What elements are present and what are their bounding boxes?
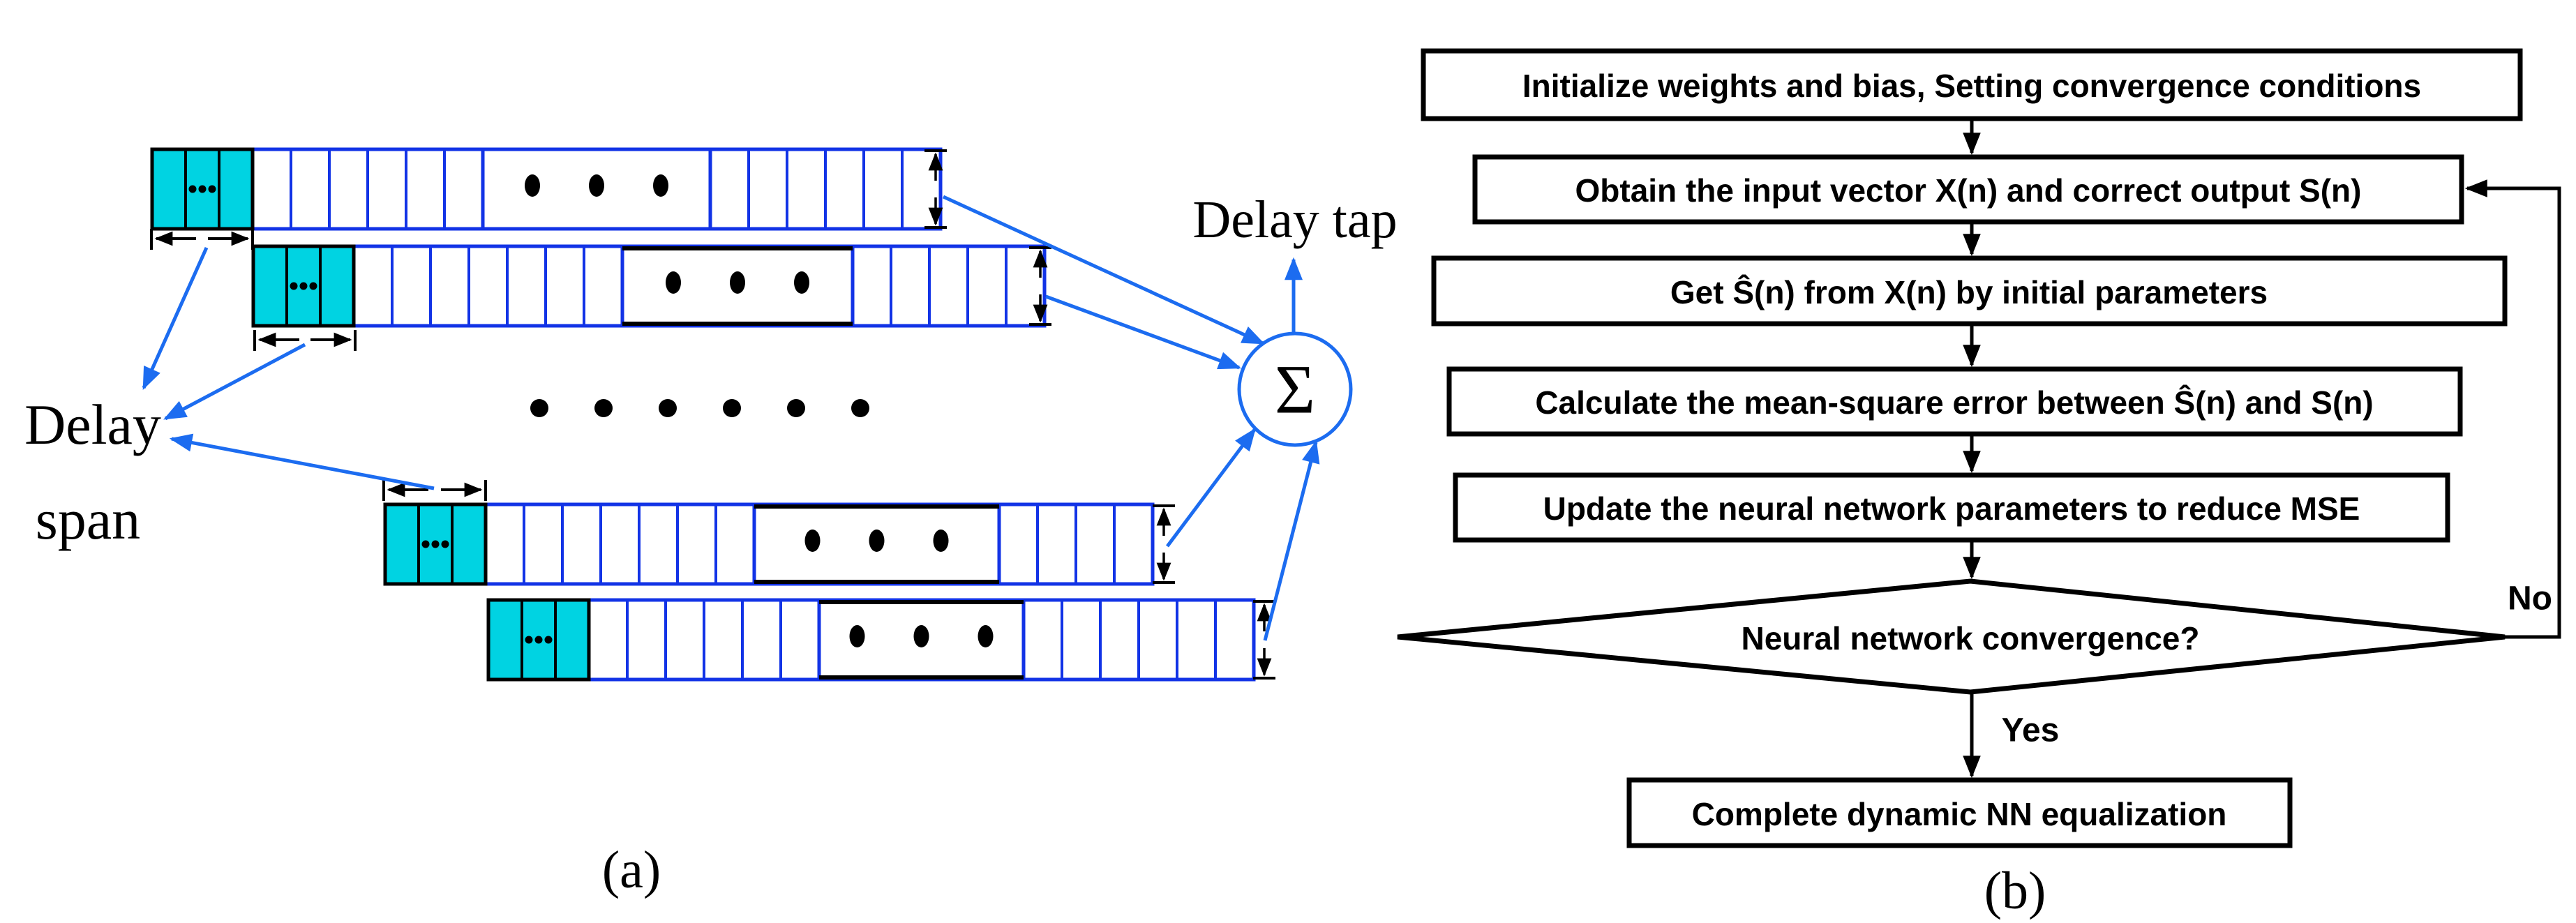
delay-span-block-1 bbox=[150, 147, 255, 231]
bars-ellipsis-dot bbox=[530, 399, 548, 417]
bars-ellipsis-dot bbox=[594, 399, 613, 417]
sum-node-circle bbox=[1237, 331, 1353, 447]
tap-arrow-2 bbox=[1045, 294, 1242, 370]
panel-a-delay-line-diagram: Σ Delay span Delay tap (a) bbox=[24, 147, 1398, 899]
delay-span-ellipsis-dot bbox=[431, 540, 440, 548]
delay-tap-label: Delay tap bbox=[1192, 190, 1397, 249]
flow-box-update-params-label: Update the neural network parameters to … bbox=[1543, 490, 2360, 527]
bar-ellipsis-dot bbox=[794, 271, 809, 294]
delay-span-ellipsis-dot bbox=[309, 282, 317, 290]
flow-box-complete bbox=[1626, 777, 2293, 848]
flow-box-obtain-input bbox=[1472, 154, 2464, 225]
delay-tap-arrows bbox=[942, 195, 1320, 641]
bar-ellipsis-dot bbox=[525, 174, 540, 197]
bar-ellipsis-dot bbox=[869, 530, 885, 552]
bar-ellipsis-dot bbox=[933, 530, 949, 552]
flow-box-calc-mse bbox=[1446, 366, 2463, 437]
bar-ellipsis-dot bbox=[589, 174, 604, 197]
flow-box-get-estimate bbox=[1431, 255, 2508, 327]
delay-span-callout-arrows bbox=[142, 246, 435, 490]
bars-ellipsis-dot bbox=[723, 399, 741, 417]
bars-ellipsis-dot bbox=[659, 399, 677, 417]
delay-span-ellipsis-dot bbox=[421, 540, 430, 548]
panel-b-flowchart: Initialize weights and bias, Setting con… bbox=[1397, 48, 2561, 920]
flow-box-obtain-input-label: Obtain the input vector X(n) and correct… bbox=[1575, 172, 2362, 209]
bar-ellipsis-dot bbox=[978, 625, 994, 647]
delay-span-ellipsis-dot bbox=[188, 185, 197, 193]
bar-ellipsis-dot bbox=[666, 271, 681, 294]
delay-span-label-line1: Delay bbox=[24, 393, 161, 456]
delay-span-ellipsis-dot bbox=[208, 185, 216, 193]
flow-connectors bbox=[1963, 119, 2561, 779]
tap-arrow-1 bbox=[942, 195, 1265, 345]
bar-ellipsis-dot bbox=[849, 625, 865, 647]
flow-no-label: No bbox=[2508, 580, 2552, 617]
flow-box-complete-label: Complete dynamic NN equalization bbox=[1692, 796, 2227, 832]
delay-span-ellipsis-dot bbox=[290, 282, 298, 290]
delay-span-ellipsis-dot bbox=[534, 636, 543, 644]
bar-ellipsis-dot bbox=[913, 625, 929, 647]
delay-span-ellipsis-dot bbox=[544, 636, 553, 644]
flow-feedback-no-line bbox=[2464, 179, 2561, 639]
delay-span-block-2 bbox=[251, 244, 356, 328]
flow-box-update-params bbox=[1453, 472, 2450, 543]
delay-line-bar-4 bbox=[486, 598, 1256, 682]
delay-span-ellipsis-dot bbox=[441, 540, 449, 548]
panel-b-caption: (b) bbox=[1984, 862, 2046, 920]
sum-symbol: Σ bbox=[1275, 351, 1315, 428]
bars-ellipsis-dot bbox=[851, 399, 869, 417]
bar-ellipsis-dot bbox=[653, 174, 668, 197]
delay-line-bar-1 bbox=[150, 147, 943, 231]
flow-box-get-estimate-label: Get Ŝ(n) from X(n) by initial parameters bbox=[1670, 274, 2268, 310]
delay-line-bar-3 bbox=[383, 502, 1155, 586]
span-arrow-3 bbox=[169, 433, 435, 490]
span-arrow-2 bbox=[163, 343, 306, 421]
tap-arrow-3 bbox=[1165, 428, 1257, 548]
bar-ellipsis-dot bbox=[804, 530, 821, 552]
flow-box-initialize bbox=[1421, 48, 2523, 121]
delay-span-ellipsis-dot bbox=[198, 185, 207, 193]
delay-line-bar-2 bbox=[251, 244, 1047, 328]
flow-yes-label: Yes bbox=[2002, 712, 2060, 749]
tap-arrow-4 bbox=[1263, 440, 1320, 641]
delay-span-label-line2: span bbox=[36, 488, 140, 551]
delay-line-bars bbox=[150, 147, 1275, 682]
delay-span-ellipsis-dot bbox=[299, 282, 308, 290]
delay-span-ellipsis-dot bbox=[525, 636, 533, 644]
panel-a-caption: (a) bbox=[602, 841, 661, 899]
flow-decision-label: Neural network convergence? bbox=[1742, 620, 2200, 656]
span-arrow-1 bbox=[142, 246, 209, 390]
flow-box-initialize-label: Initialize weights and bias, Setting con… bbox=[1522, 68, 2421, 104]
bar-ellipsis-dot bbox=[730, 271, 745, 294]
bars-ellipsis-dot bbox=[787, 399, 805, 417]
flow-box-calc-mse-label: Calculate the mean-square error between … bbox=[1535, 384, 2373, 421]
